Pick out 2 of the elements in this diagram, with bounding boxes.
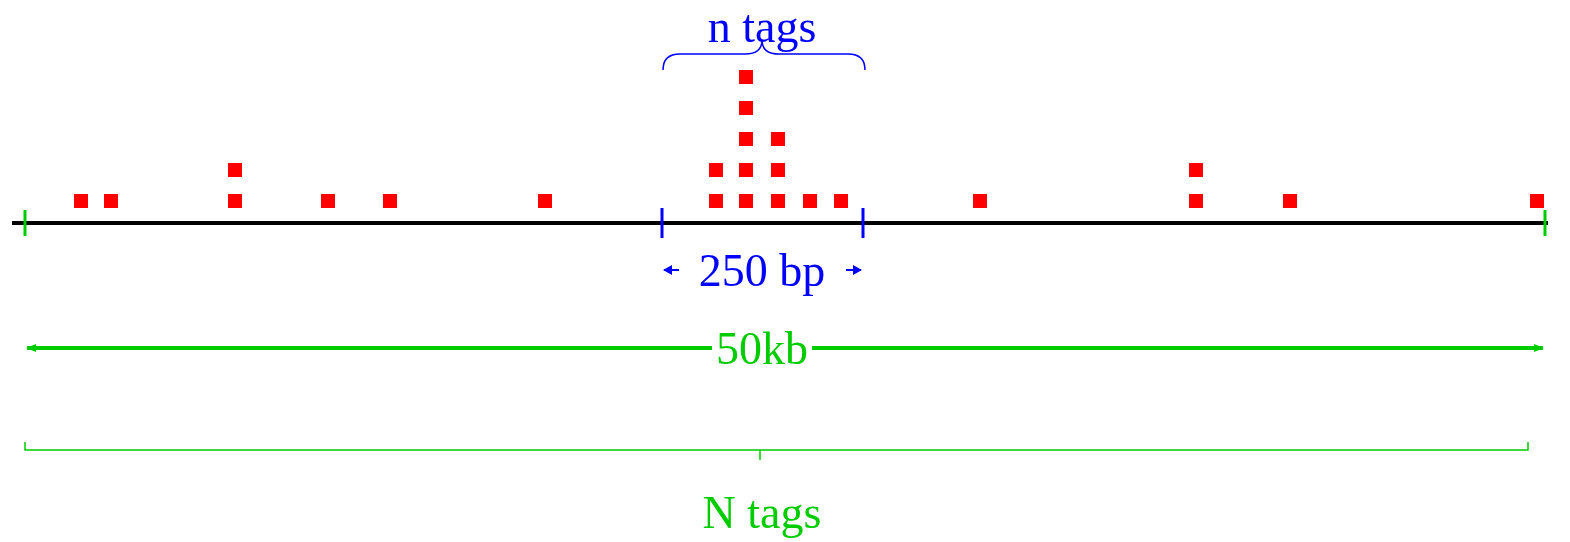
- count-label: n tags: [706, 4, 818, 50]
- count-label: N tags: [701, 490, 823, 536]
